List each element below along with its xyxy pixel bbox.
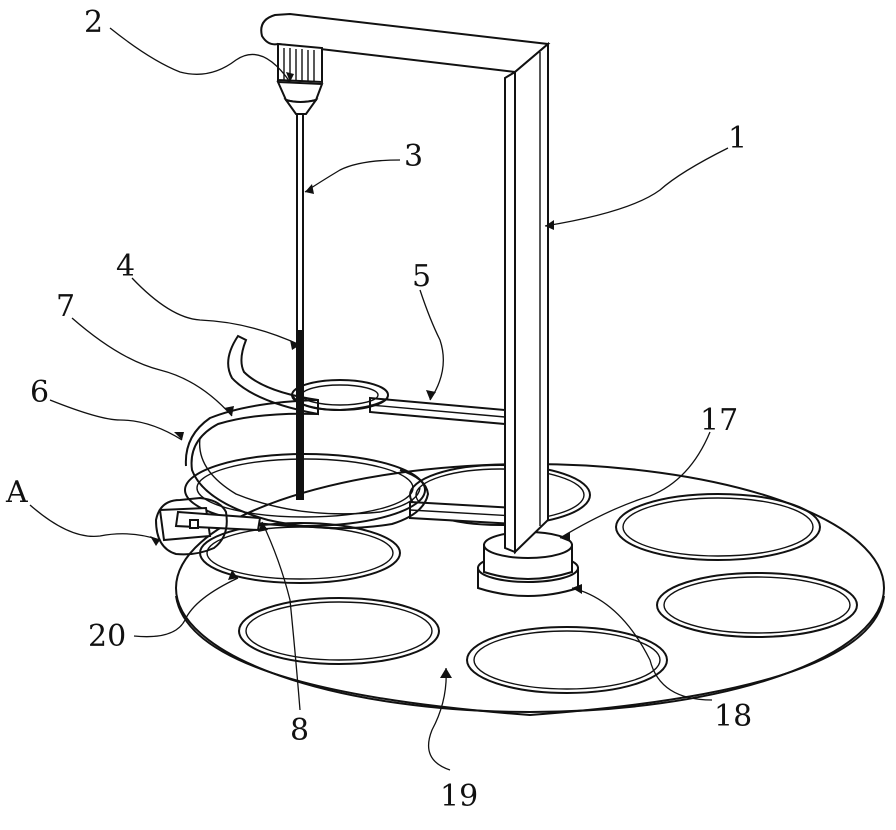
reference-labels: 2 3 1 4 5 7 6 A 20 8 17 18 19	[5, 5, 752, 814]
leader-6	[49, 399, 183, 441]
leader-19	[427, 667, 451, 771]
label-6: 6	[30, 375, 49, 410]
opening-right-back	[615, 493, 821, 561]
disc-openings	[199, 464, 858, 694]
post-base	[477, 531, 579, 597]
upper-arm	[369, 396, 506, 426]
leader-1	[544, 147, 729, 227]
opening-front-right	[466, 626, 668, 694]
opening-front-left	[238, 597, 440, 665]
leader-A	[29, 504, 161, 541]
leader-20	[133, 577, 239, 638]
leader-7	[71, 317, 233, 417]
shaft	[296, 114, 304, 500]
lower-arm	[409, 500, 516, 526]
leader-17	[559, 431, 711, 539]
main-frame	[260, 12, 551, 555]
label-A: A	[5, 475, 28, 510]
label-8: 8	[290, 713, 309, 748]
clamp-detail	[154, 496, 262, 556]
leader-4	[131, 277, 301, 346]
opening-right	[656, 572, 858, 638]
opening-left	[199, 522, 401, 584]
label-1: 1	[728, 121, 747, 156]
label-18: 18	[714, 699, 752, 734]
label-2: 2	[84, 5, 103, 40]
leader-2	[109, 27, 291, 83]
spiral-chute	[184, 334, 430, 530]
label-4: 4	[116, 249, 135, 284]
label-3: 3	[404, 139, 423, 174]
leader-8	[261, 521, 301, 711]
leader-18	[571, 587, 713, 701]
leader-lines	[29, 27, 729, 771]
leader-3	[304, 159, 401, 193]
label-17: 17	[700, 403, 738, 438]
leader-5	[419, 289, 444, 401]
label-20: 20	[88, 619, 126, 654]
label-5: 5	[412, 259, 431, 294]
label-19: 19	[440, 779, 478, 814]
arrowheads	[150, 72, 582, 678]
motor	[276, 42, 324, 115]
label-7: 7	[56, 289, 75, 324]
